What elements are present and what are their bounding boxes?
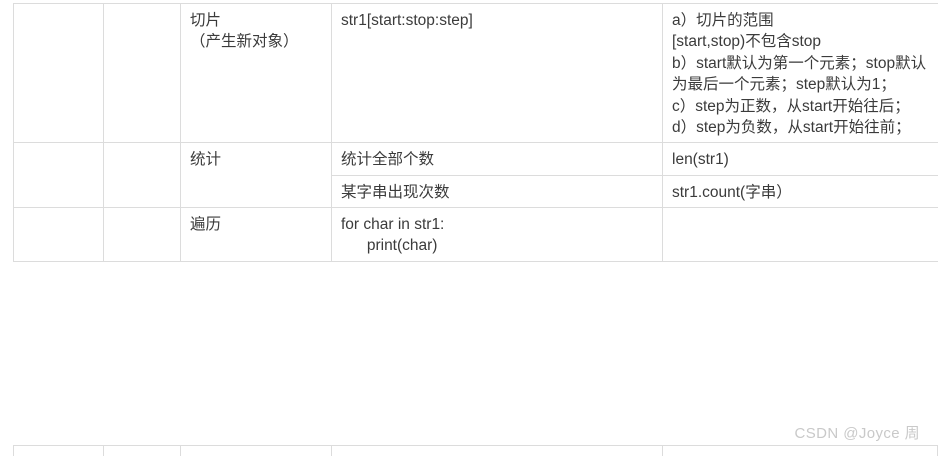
operation-name-count: 统计 xyxy=(180,142,332,208)
blank-cell-outline-level-1 xyxy=(13,2,104,144)
operation-description-count-all: len(str1) xyxy=(662,142,938,176)
operation-description-slice: a）切片的范围 [start,stop)不包含stop b）start默认为第一… xyxy=(662,2,938,144)
operation-syntax-iterate: for char in str1: print(char) xyxy=(331,207,663,262)
operation-description-count-substring: str1.count(字串） xyxy=(662,174,938,209)
table-row: 切片 （产生新对象） str1[start:stop:step] a）切片的范围… xyxy=(13,2,938,144)
csdn-watermark: CSDN @Joyce 周 xyxy=(794,425,920,442)
operation-name-slice: 切片 （产生新对象） xyxy=(180,2,332,144)
blank-cell-outline-level-2 xyxy=(103,142,181,208)
operation-syntax-count-substring: 某字串出现次数 xyxy=(331,174,663,209)
blank-cell-outline-level-1 xyxy=(13,142,104,208)
table-row: 某字串出现次数 str1.count(字串） xyxy=(14,174,938,209)
blank-cell-outline-level-2 xyxy=(103,207,181,262)
next-row-partial xyxy=(13,445,938,456)
blank-cell-outline-level-2 xyxy=(103,2,181,144)
table-row: 统计 统计全部个数 len(str1) xyxy=(13,142,938,208)
operation-syntax-count-all: 统计全部个数 xyxy=(331,142,663,176)
operation-name-iterate: 遍历 xyxy=(180,207,332,262)
table-row: 遍历 for char in str1: print(char) xyxy=(13,207,938,262)
operation-syntax-slice: str1[start:stop:step] xyxy=(331,2,663,144)
string-operations-table: 切片 （产生新对象） str1[start:stop:step] a）切片的范围… xyxy=(13,2,938,262)
blank-cell-outline-level-1 xyxy=(13,207,104,262)
operation-description-iterate xyxy=(662,207,938,262)
